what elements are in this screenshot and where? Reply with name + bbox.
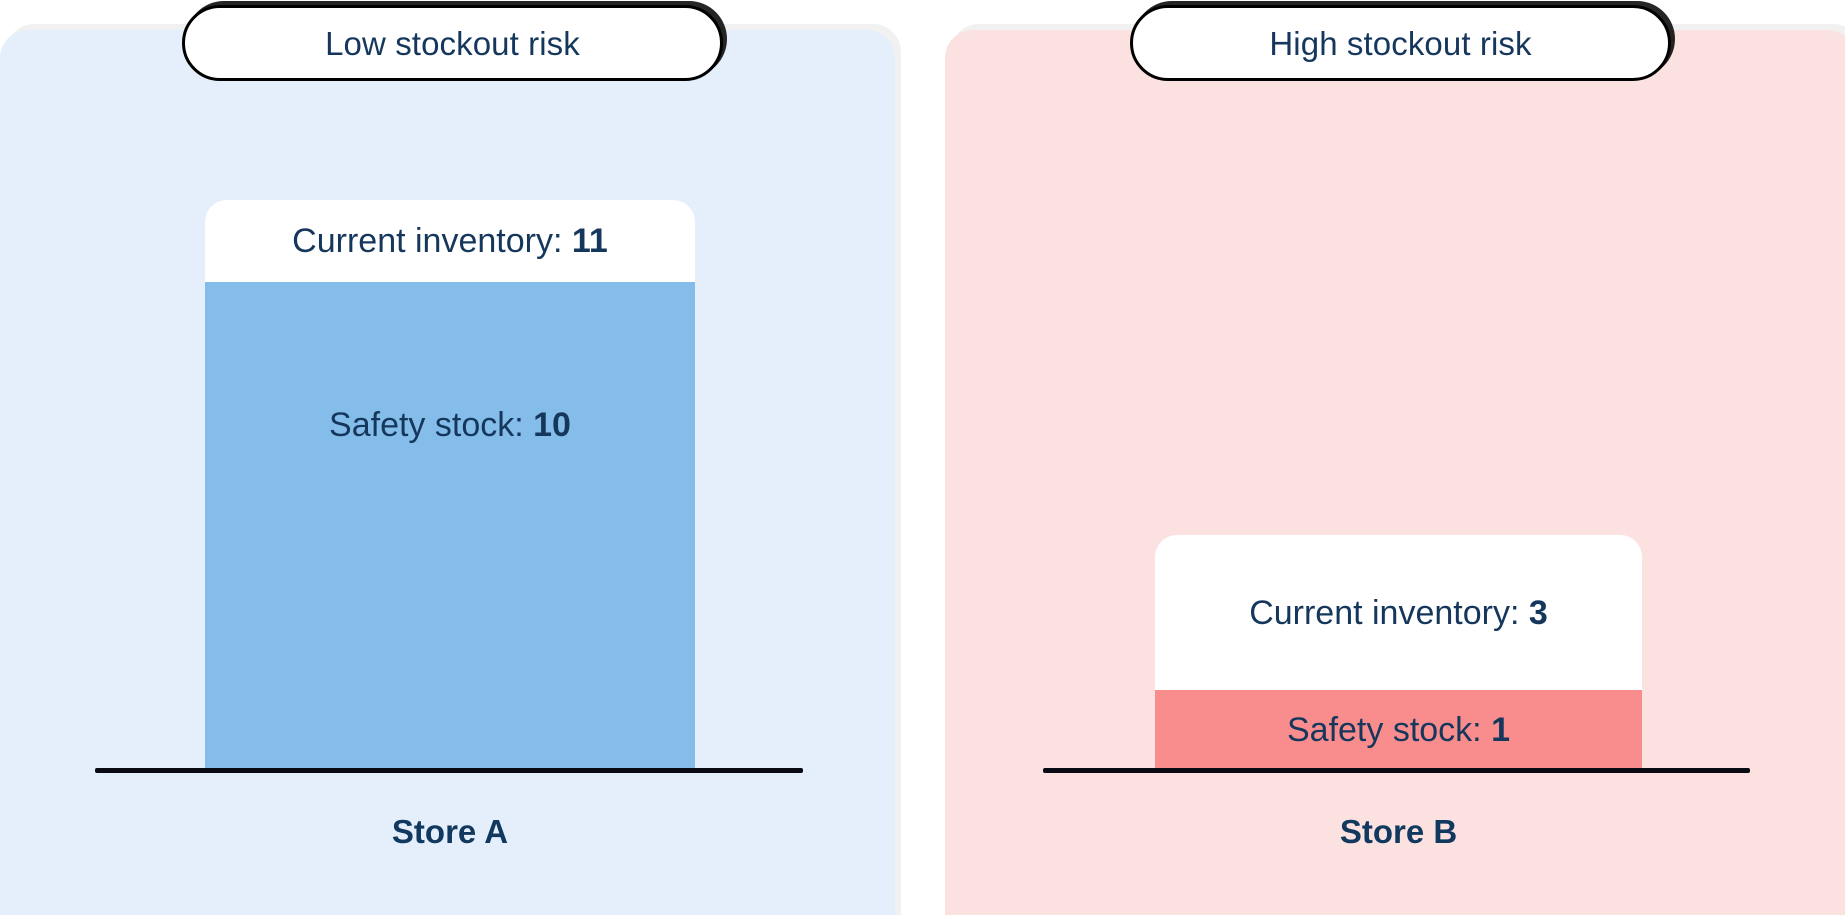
- bar-segment-safety-stock-a: Safety stock: 10: [205, 282, 695, 770]
- baseline-axis-store-a: [95, 768, 803, 773]
- safety-stock-label-b: Safety stock: 1: [1286, 711, 1510, 749]
- bar-segment-current-inventory-b: Current inventory: 3: [1155, 535, 1642, 690]
- bar-store-a: Current inventory: 11 Safety stock: 10: [205, 200, 695, 770]
- baseline-axis-store-b: [1043, 768, 1750, 773]
- badge-label-store-a: Low stockout risk: [325, 24, 580, 62]
- current-inventory-label-a: Current inventory: 11: [292, 222, 608, 260]
- caption-store-b: Store B: [1339, 813, 1458, 850]
- caption-store-a: Store A: [391, 813, 509, 850]
- badge-label-store-b: High stockout risk: [1269, 24, 1532, 62]
- bar-store-b: Current inventory: 3 Safety stock: 1: [1155, 535, 1642, 770]
- current-inventory-label-b: Current inventory: 3: [1249, 593, 1548, 632]
- safety-stock-label-a: Safety stock: 10: [329, 406, 571, 444]
- bar-segment-safety-stock-b: Safety stock: 1: [1155, 690, 1642, 770]
- badge-low-stockout-risk: Low stockout risk: [182, 5, 723, 81]
- badge-high-stockout-risk: High stockout risk: [1130, 5, 1671, 81]
- bar-segment-current-inventory-a: Current inventory: 11: [205, 200, 695, 282]
- panel-store-b: [945, 30, 1845, 915]
